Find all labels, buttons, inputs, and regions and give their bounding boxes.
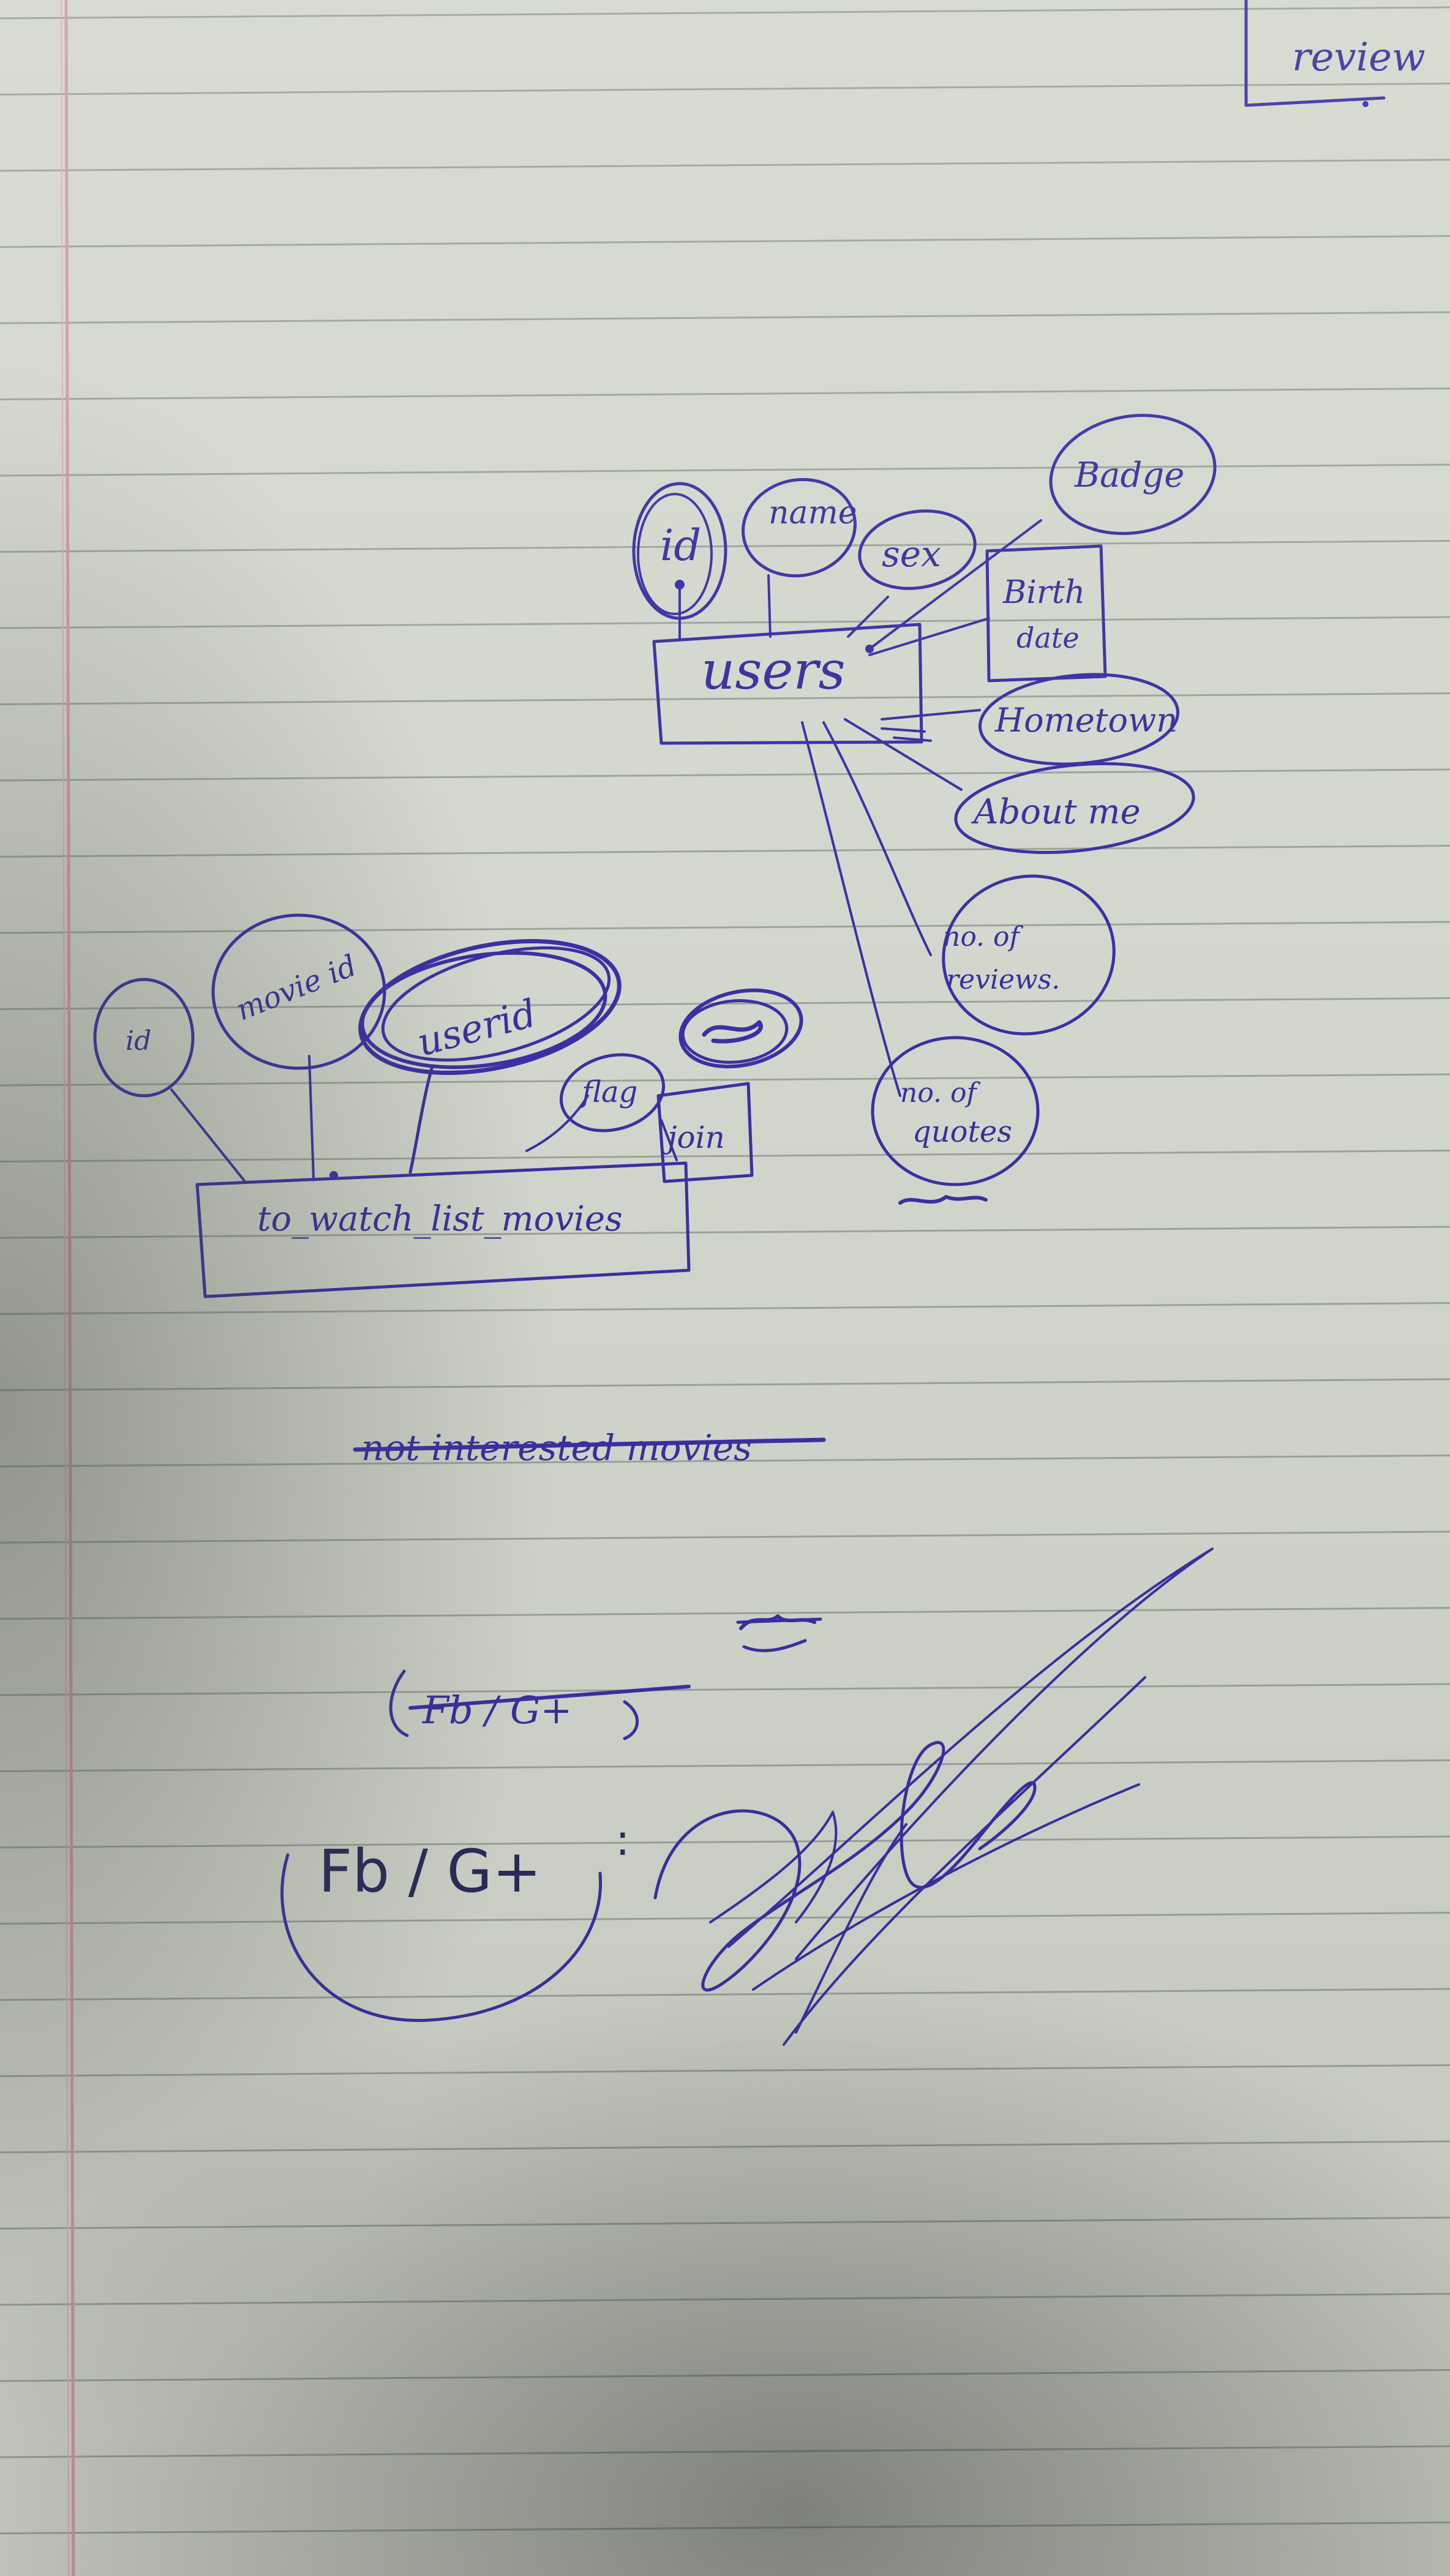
- users-entity-name: users: [701, 640, 846, 702]
- attr-birth-date: Birth date: [985, 544, 1107, 683]
- attr-reviews-label-1: no. of: [943, 921, 1024, 953]
- attr-id: id: [632, 482, 727, 620]
- rule-line: [0, 6, 1450, 20]
- rule-line: [0, 997, 1450, 1010]
- rule-line: [0, 692, 1450, 705]
- corner-review-label: review: [1292, 35, 1426, 80]
- struck-fb-gplus: Fb / G+: [389, 1669, 691, 1740]
- attr-birth-label-2: date: [1016, 621, 1080, 654]
- social-label: Fb / G+: [318, 1837, 541, 1906]
- rule-line: [0, 463, 1450, 477]
- watch-connectors: [170, 1055, 678, 1183]
- attr-name: name: [742, 477, 857, 578]
- rule-line: [0, 311, 1450, 324]
- watch-attr-id: id: [93, 978, 195, 1098]
- rule-line: [0, 388, 1450, 400]
- rule-line: [0, 83, 1450, 95]
- struck-social-label: Fb / G+: [422, 1688, 573, 1732]
- rule-line: [0, 1759, 1450, 1772]
- rule-line: [0, 1530, 1450, 1544]
- rule-line: [0, 1302, 1450, 1315]
- rule-line: [0, 1607, 1450, 1620]
- attr-hometown: Hometown: [978, 673, 1180, 766]
- rule-line: [0, 2293, 1450, 2306]
- watch-list-entity-name: to_watch_list_movies: [257, 1199, 623, 1239]
- rule-line: [0, 1150, 1450, 1163]
- attr-badge: Badge: [1049, 414, 1217, 535]
- rule-line: [0, 1912, 1450, 1925]
- watch-attr-scribble: [678, 988, 803, 1069]
- watch-attr-movie-id: movie id: [211, 913, 386, 1070]
- watch-attr-user-id: userid: [358, 938, 622, 1076]
- watch-list-entity: to_watch_list_movies: [195, 1161, 691, 1298]
- struck-not-interested-movies: not interested movies: [353, 1427, 826, 1469]
- ruled-lines: [0, 6, 1450, 2534]
- rule-line: [0, 2217, 1450, 2230]
- rule-line: [0, 1073, 1450, 1087]
- rule-line: [0, 616, 1450, 629]
- rule-line: [0, 235, 1450, 248]
- attr-quotes-label-1: no. of: [900, 1077, 981, 1109]
- attr-about-me: About me: [954, 762, 1195, 855]
- attr-badge-label: Badge: [1074, 455, 1184, 495]
- rule-line: [0, 768, 1450, 782]
- attr-name-label: name: [768, 495, 857, 531]
- social-colon: :: [615, 1815, 630, 1865]
- watch-attr-join-label: join: [661, 1120, 725, 1155]
- attr-about-me-label: About me: [971, 792, 1141, 832]
- users-entity: users: [652, 623, 923, 745]
- users-connectors: [675, 519, 1042, 1097]
- rule-line: [0, 1683, 1450, 1696]
- rule-line: [0, 1226, 1450, 1239]
- handwritten-signature: [653, 1548, 1214, 2046]
- attr-id-label: id: [660, 520, 701, 571]
- rule-line: [0, 1455, 1450, 1467]
- attr-no-of-reviews: no. of reviews.: [942, 874, 1116, 1036]
- corner-review-note: review: [1244, 0, 1426, 107]
- watch-attr-id-label: id: [126, 1025, 151, 1057]
- attr-sex-label: sex: [882, 533, 941, 575]
- watch-attr-user-id-label: userid: [413, 990, 541, 1065]
- struck-small-word: [736, 1614, 822, 1652]
- attr-no-of-quotes: no. of quotes: [871, 1036, 1040, 1205]
- attr-quotes-label-2: quotes: [912, 1115, 1012, 1149]
- social-login-note: Fb / G+ :: [280, 1815, 630, 2022]
- rule-line: [0, 1835, 1450, 1849]
- rule-line: [0, 1988, 1450, 2001]
- attr-hometown-label: Hometown: [994, 701, 1178, 739]
- rule-line: [0, 2522, 1450, 2534]
- watch-attr-flag: flag: [559, 1053, 666, 1133]
- watch-attr-movie-id-label: movie id: [231, 948, 362, 1027]
- rule-line: [0, 2140, 1450, 2154]
- rule-line: [0, 159, 1450, 172]
- rule-line: [0, 1378, 1450, 1391]
- rule-line: [0, 2445, 1450, 2458]
- attr-sex: sex: [858, 509, 977, 590]
- rule-line: [0, 845, 1450, 858]
- attr-reviews-label-2: reviews.: [946, 964, 1060, 995]
- rule-line: [0, 2064, 1450, 2077]
- rule-line: [0, 921, 1450, 934]
- watch-attr-flag-label: flag: [580, 1075, 637, 1109]
- attr-birth-label-1: Birth: [1002, 574, 1085, 611]
- margin-line: [64, 0, 75, 2576]
- watch-attr-join: join: [656, 1082, 754, 1183]
- rule-line: [0, 2369, 1450, 2382]
